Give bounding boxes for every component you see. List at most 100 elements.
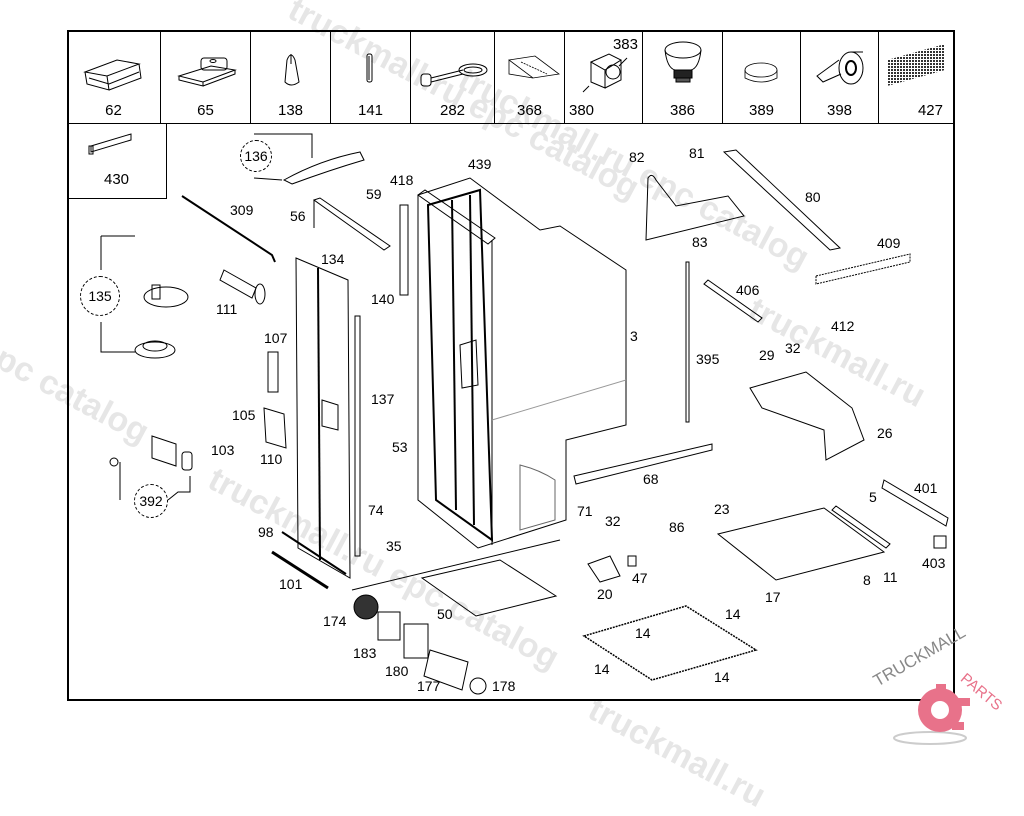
callout-395[interactable]: 395: [696, 351, 720, 367]
callout-110[interactable]: 110: [260, 451, 283, 467]
callout-71[interactable]: 71: [577, 503, 593, 519]
part-cell-62[interactable]: 62: [67, 30, 161, 123]
tray-17[interactable]: [716, 507, 886, 581]
part-cell-368[interactable]: 368: [495, 30, 565, 123]
callout-14b[interactable]: 14: [635, 625, 651, 641]
strut-309[interactable]: [181, 195, 276, 263]
diagram-frame: [67, 30, 955, 701]
callout-136[interactable]: 136: [240, 140, 272, 172]
part-cell-141[interactable]: 141: [331, 30, 411, 123]
callout-98[interactable]: 98: [258, 524, 274, 540]
callout-401[interactable]: 401: [914, 480, 938, 496]
part-label: 380: [569, 102, 595, 119]
strip-409[interactable]: [815, 253, 911, 285]
part-cell-398[interactable]: 398: [801, 30, 879, 123]
gasket-14[interactable]: [582, 605, 758, 681]
callout-20[interactable]: 20: [597, 586, 613, 602]
callout-35[interactable]: 35: [386, 538, 402, 554]
callout-82[interactable]: 82: [629, 149, 645, 165]
callout-412[interactable]: 412: [831, 318, 855, 334]
callout-74[interactable]: 74: [368, 502, 384, 518]
post-395[interactable]: [685, 261, 690, 423]
callout-26[interactable]: 26: [877, 425, 893, 441]
exploded-drawing: [100, 133, 949, 695]
callout-14c[interactable]: 14: [594, 661, 610, 677]
disc-135[interactable]: [143, 286, 189, 308]
callout-309[interactable]: 309: [230, 202, 254, 218]
strap-80[interactable]: [722, 149, 842, 251]
part-label: 389: [748, 102, 775, 119]
callout-32b[interactable]: 32: [605, 513, 621, 529]
part-cell-282[interactable]: 282: [411, 30, 495, 123]
cabinet-body[interactable]: [417, 177, 627, 549]
flange-180[interactable]: [403, 623, 429, 659]
rod-406[interactable]: [703, 279, 763, 323]
grille-174[interactable]: [353, 594, 379, 620]
part-cell-65[interactable]: 65: [161, 30, 251, 123]
part-cell-430[interactable]: 430: [67, 124, 167, 199]
door-134[interactable]: [295, 257, 351, 579]
pin-icon: [366, 53, 373, 83]
bracket-pad-icon: [177, 57, 237, 87]
callout-392[interactable]: 392: [134, 484, 168, 518]
ring-178[interactable]: [469, 677, 487, 695]
callout-59[interactable]: 59: [366, 186, 382, 202]
part-cell-380[interactable]: 383 380: [565, 30, 643, 123]
callout-111[interactable]: 111: [216, 301, 238, 317]
callout-403[interactable]: 403: [922, 555, 946, 571]
callout-47[interactable]: 47: [632, 570, 648, 586]
callout-50[interactable]: 50: [437, 606, 453, 622]
callout-68[interactable]: 68: [643, 471, 659, 487]
callout-5[interactable]: 5: [869, 489, 877, 505]
strip-418[interactable]: [399, 204, 409, 296]
duct-177[interactable]: [423, 649, 469, 691]
callout-409[interactable]: 409: [877, 235, 901, 251]
callout-14d[interactable]: 14: [714, 669, 730, 685]
callout-80[interactable]: 80: [805, 189, 821, 205]
callout-56[interactable]: 56: [290, 208, 306, 224]
callout-3[interactable]: 3: [630, 328, 638, 344]
callout-8[interactable]: 8: [863, 572, 871, 588]
callout-178[interactable]: 178: [492, 678, 516, 694]
callout-105[interactable]: 105: [232, 407, 256, 423]
callout-23[interactable]: 23: [714, 501, 730, 517]
callout-83[interactable]: 83: [692, 234, 708, 250]
callout-134[interactable]: 134: [321, 251, 345, 267]
callout-17[interactable]: 17: [765, 589, 781, 605]
callout-32[interactable]: 32: [785, 340, 801, 356]
frame-56[interactable]: [312, 197, 391, 251]
shelf-26[interactable]: [749, 371, 865, 461]
part-cell-138[interactable]: 138: [251, 30, 331, 123]
callout-406[interactable]: 406: [736, 282, 760, 298]
callout-14a[interactable]: 14: [725, 606, 741, 622]
callout-183[interactable]: 183: [353, 645, 377, 661]
callout-180[interactable]: 180: [385, 663, 409, 679]
gasket-183[interactable]: [377, 611, 401, 641]
plate-50[interactable]: [420, 559, 558, 617]
callout-81[interactable]: 81: [689, 145, 705, 161]
callout-174[interactable]: 174: [323, 613, 347, 629]
part-cell-427[interactable]: 427: [879, 30, 955, 123]
strip-401[interactable]: [881, 479, 949, 527]
rod-74[interactable]: [354, 315, 361, 557]
callout-137[interactable]: 137: [371, 391, 395, 407]
callout-29[interactable]: 29: [759, 347, 775, 363]
callout-107[interactable]: 107: [264, 330, 288, 346]
callout-53[interactable]: 53: [392, 439, 408, 455]
part-label: 141: [357, 102, 384, 119]
callout-140[interactable]: 140: [371, 291, 395, 307]
handle-136[interactable]: [282, 151, 365, 185]
callout-86[interactable]: 86: [669, 519, 685, 535]
callout-101[interactable]: 101: [279, 576, 303, 592]
callout-11[interactable]: 11: [883, 569, 898, 585]
part-cell-386[interactable]: 386: [643, 30, 723, 123]
callout-177[interactable]: 177: [417, 678, 441, 694]
part-cell-389[interactable]: 389: [723, 30, 801, 123]
rail-68[interactable]: [573, 443, 713, 485]
callout-103[interactable]: 103: [211, 442, 235, 458]
callout-135[interactable]: 135: [80, 276, 120, 316]
plug-cap-icon: [284, 54, 300, 86]
callout-418[interactable]: 418: [390, 172, 414, 188]
bracket-83[interactable]: [645, 174, 745, 241]
callout-439[interactable]: 439: [468, 156, 492, 172]
